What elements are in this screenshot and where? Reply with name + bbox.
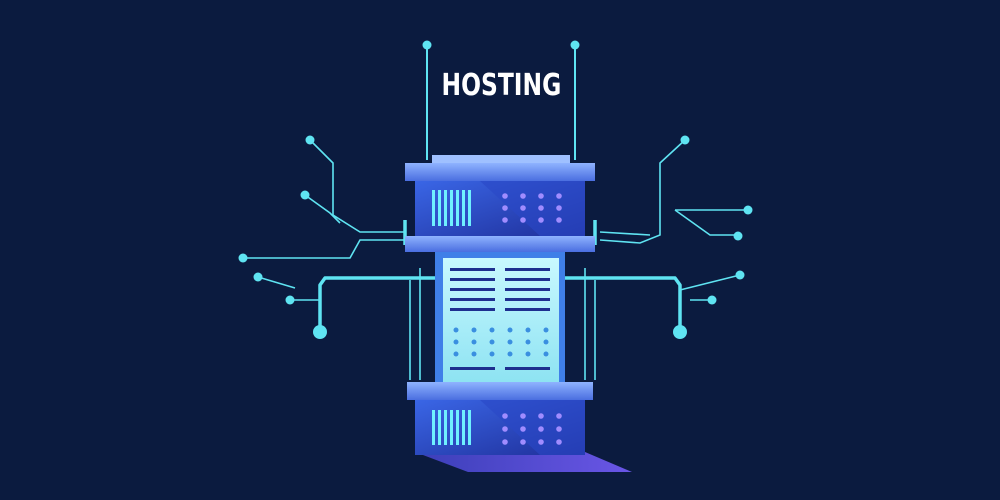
antenna-left-node	[422, 40, 432, 50]
server-unit-bottom	[407, 382, 593, 455]
circuit-node	[313, 325, 327, 339]
vent-grille	[432, 190, 471, 226]
antenna-right-node	[570, 40, 580, 50]
circuit-node	[673, 325, 687, 339]
panel-dots	[453, 327, 549, 357]
circuit-node	[300, 190, 310, 200]
panel-lines	[450, 268, 550, 370]
server-unit-middle	[435, 252, 565, 382]
circuit-node	[253, 272, 263, 282]
hosting-title: HOSTING	[441, 68, 562, 103]
circuit-left	[243, 139, 421, 380]
circuit-node	[733, 231, 743, 241]
status-lights	[502, 413, 562, 445]
circuit-left-nodes	[238, 135, 327, 339]
status-lights	[502, 193, 562, 223]
circuit-node	[238, 253, 248, 263]
circuit-node	[735, 270, 745, 280]
circuit-right-nodes	[673, 135, 753, 339]
circuit-node	[743, 205, 753, 215]
circuit-node	[707, 295, 717, 305]
server-unit-top	[405, 155, 595, 252]
server-floor	[415, 452, 632, 472]
circuit-node	[680, 135, 690, 145]
circuit-right	[584, 139, 748, 380]
vent-grille	[432, 410, 471, 445]
circuit-node	[305, 135, 315, 145]
circuit-node	[285, 295, 295, 305]
